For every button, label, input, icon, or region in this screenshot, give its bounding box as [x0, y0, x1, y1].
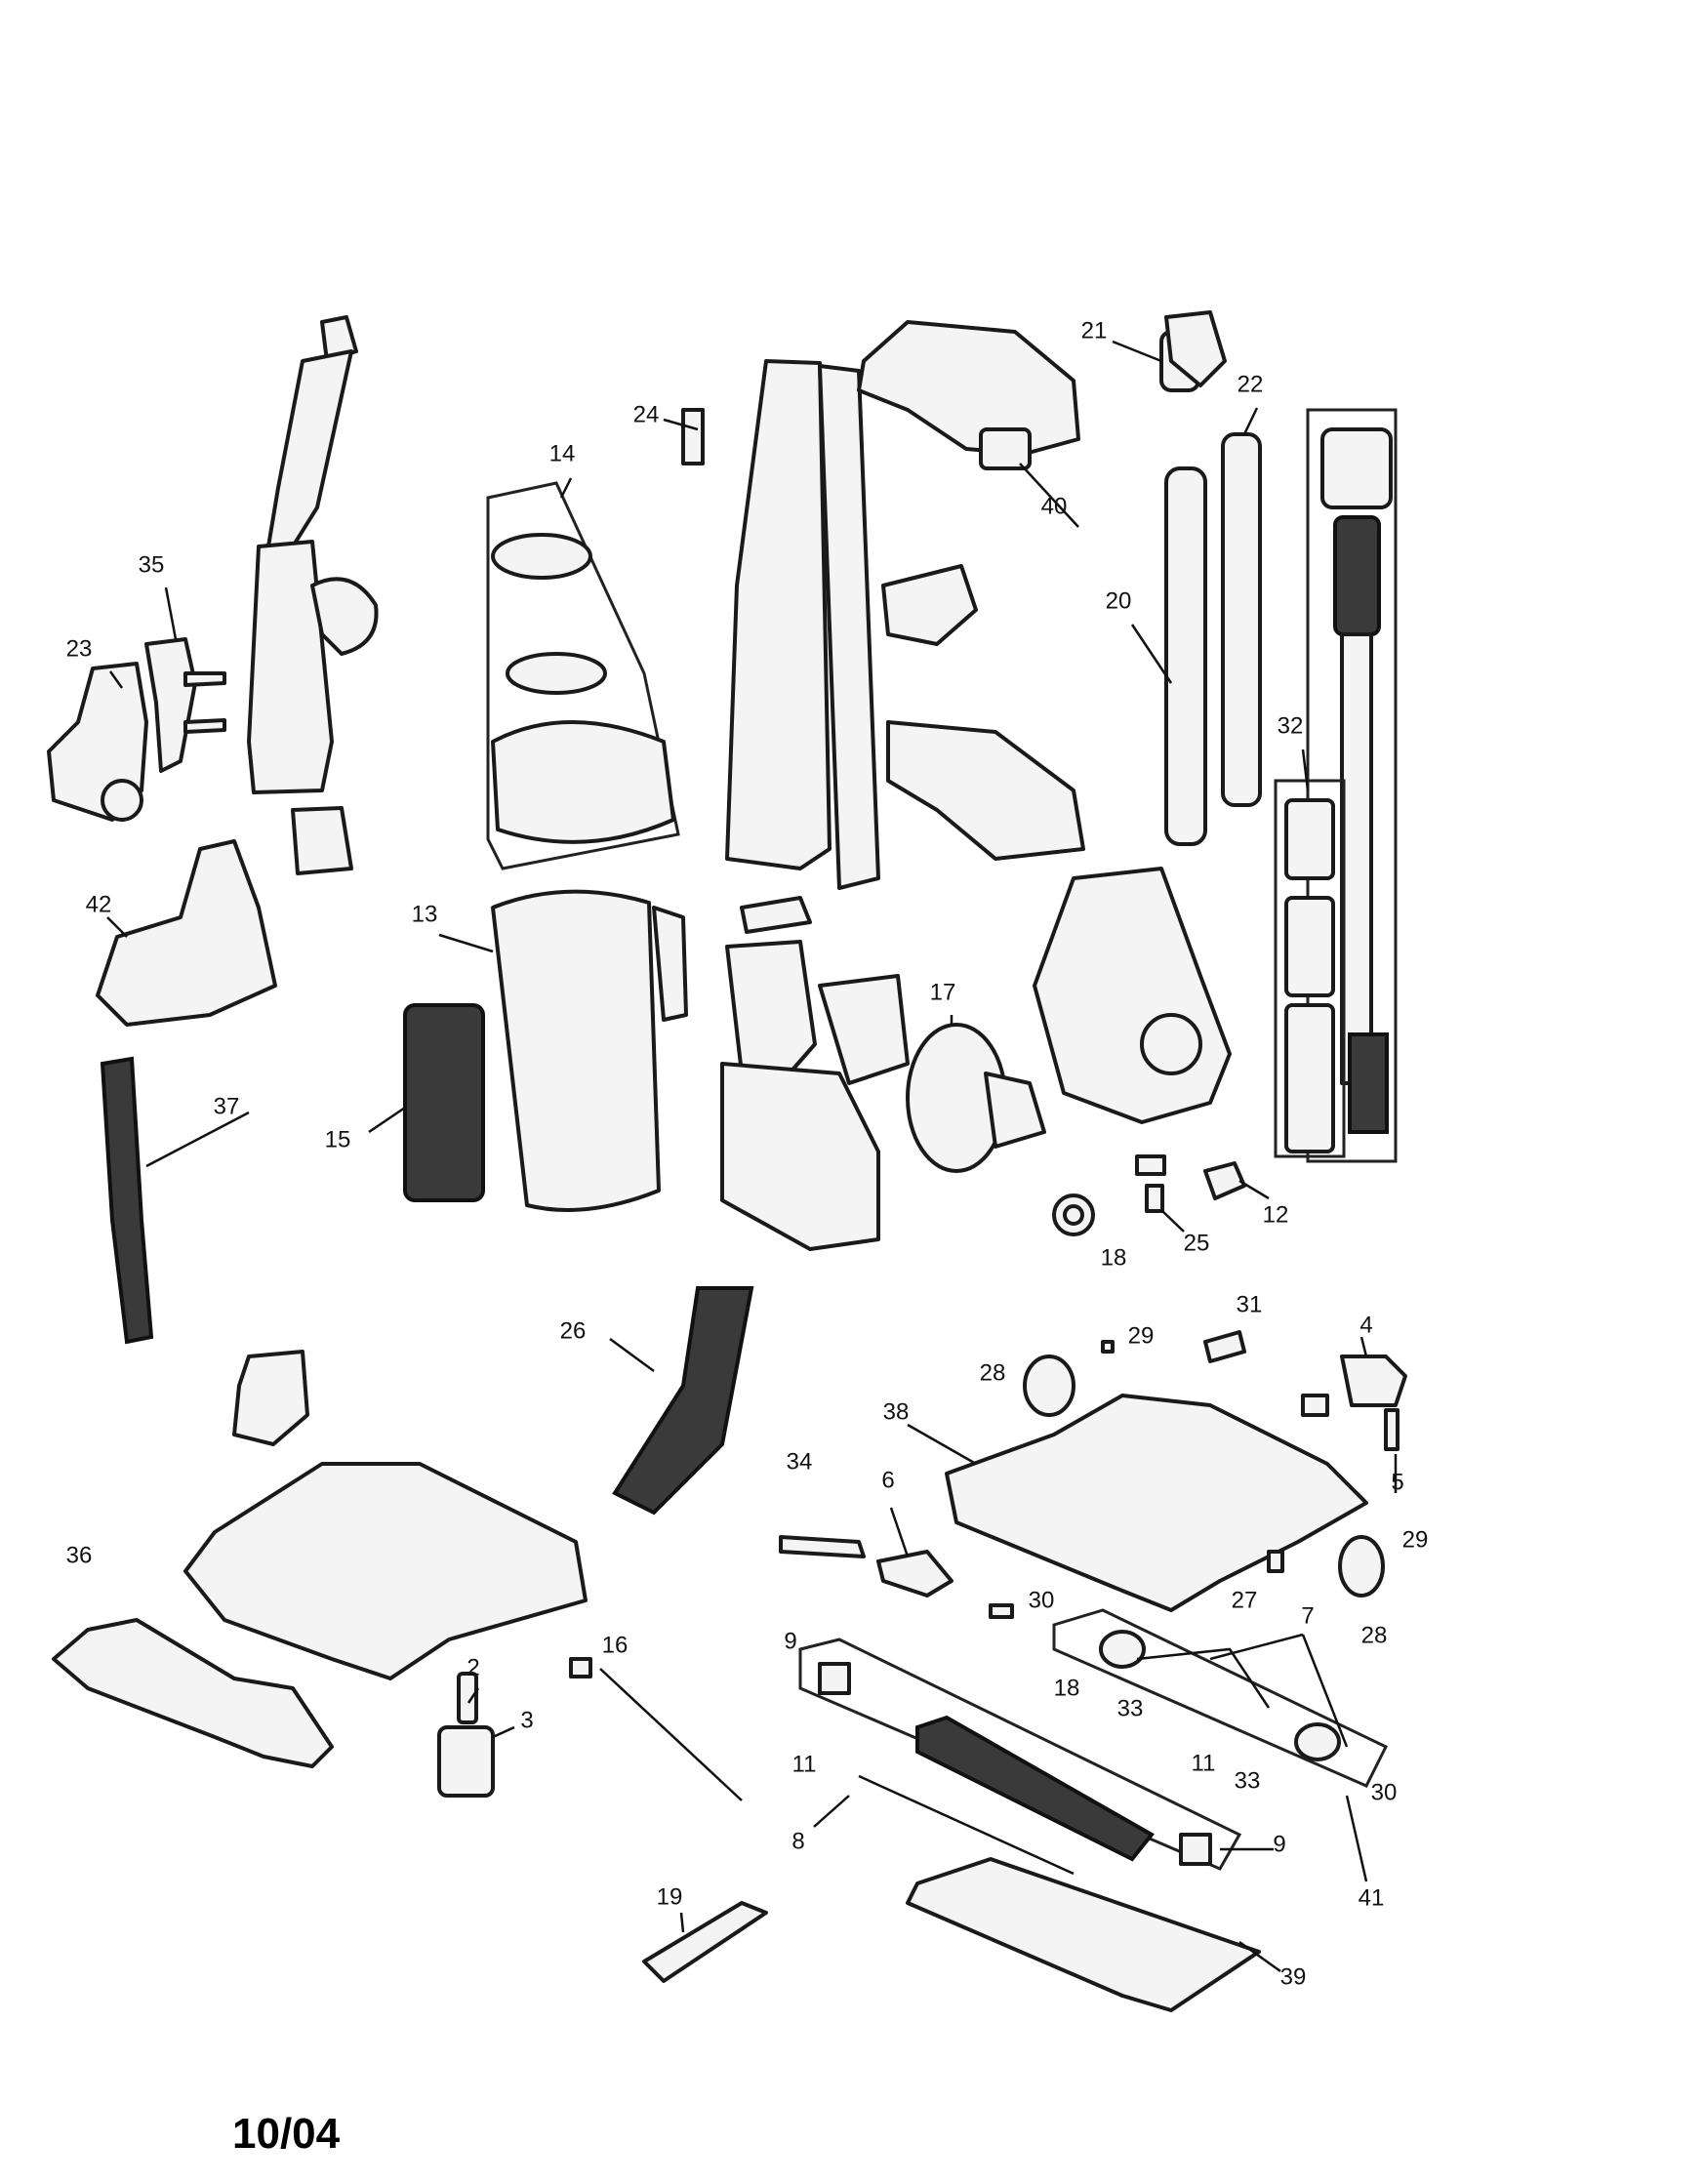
motor-part: [906, 1023, 1046, 1173]
part-callout-11: 11: [792, 1751, 817, 1777]
part-callout-30: 30: [1371, 1779, 1398, 1805]
part-callout-28: 28: [980, 1359, 1006, 1386]
bottom-plate-part: [906, 1857, 1261, 2012]
latch-part: [1340, 1355, 1407, 1451]
part-callout-3: 3: [520, 1707, 533, 1733]
part-callout-36: 36: [66, 1542, 93, 1568]
switch-part: [1135, 1154, 1246, 1213]
tube-assembly-part: [1274, 779, 1346, 1158]
hose-part: [612, 1286, 754, 1516]
part-callout-29: 29: [1402, 1526, 1429, 1553]
wheel-part: [1023, 1355, 1385, 1598]
part-callout-15: 15: [325, 1126, 351, 1153]
foot-pedal-part: [96, 839, 277, 1027]
part-callout-29: 29: [1128, 1322, 1155, 1349]
bracket-part: [779, 1535, 953, 1598]
top-cover-part: [857, 320, 1080, 470]
part-callout-39: 39: [1280, 1963, 1307, 1990]
part-callout-27: 27: [1232, 1587, 1258, 1613]
part-callout-14: 14: [549, 440, 576, 466]
part-callout-8: 8: [791, 1828, 804, 1854]
cyclone-body-part: [720, 896, 910, 1251]
part-callout-16: 16: [602, 1632, 629, 1658]
pulley-part: [1052, 1193, 1095, 1236]
part-callout-33: 33: [1117, 1695, 1144, 1721]
extension-tube-part: [1221, 432, 1262, 807]
part-callout-9: 9: [1273, 1831, 1285, 1857]
dust-bin-part: [491, 889, 688, 1212]
drive-assembly-part: [1052, 1608, 1389, 1788]
base-part: [183, 1350, 588, 1680]
handle-part: [247, 315, 379, 875]
part-callout-7: 7: [1301, 1602, 1314, 1629]
part-callout-32: 32: [1278, 712, 1304, 739]
part-callout-35: 35: [139, 551, 165, 578]
part-callout-31: 31: [1237, 1291, 1263, 1317]
nozzle-cover-part: [945, 1394, 1368, 1612]
cord-wrap-part: [886, 720, 1085, 861]
crevice-tool-part: [100, 1056, 154, 1345]
part-callout-4: 4: [1359, 1312, 1372, 1338]
part-callout-30: 30: [1029, 1587, 1055, 1613]
connector-part: [881, 564, 978, 646]
part-callout-24: 24: [633, 401, 660, 427]
part-callout-2: 2: [467, 1654, 479, 1680]
part-callout-33: 33: [1235, 1767, 1261, 1794]
diagram-date: 10/04: [232, 2110, 341, 2158]
part-callout-26: 26: [560, 1317, 587, 1344]
part-callout-23: 23: [66, 635, 93, 662]
motor-housing-part: [1033, 867, 1232, 1124]
part-callout-13: 13: [412, 901, 438, 927]
part-callout-18: 18: [1054, 1675, 1080, 1701]
brushroll-assembly-part: [798, 1638, 1242, 1876]
cord-hook-part: [144, 637, 226, 773]
axle-part: [569, 1657, 743, 1801]
part-callout-21: 21: [1081, 317, 1108, 344]
spring-part: [437, 1672, 495, 1798]
hose-tube-part: [1306, 408, 1398, 1163]
part-callout-22: 22: [1237, 371, 1264, 397]
part-callout-17: 17: [930, 979, 956, 1005]
part-callout-25: 25: [1184, 1230, 1210, 1256]
part-callout-28: 28: [1361, 1622, 1388, 1648]
part-callout-37: 37: [214, 1093, 240, 1119]
small-parts: [989, 1330, 1329, 1619]
upper-body-part: [681, 359, 880, 890]
filter-part: [403, 1003, 485, 1202]
part-callout-41: 41: [1359, 1884, 1385, 1911]
part-callout-19: 19: [657, 1883, 683, 1910]
cyclone-top-part: [486, 481, 680, 870]
part-callout-42: 42: [86, 891, 112, 917]
part-callout-18: 18: [1101, 1244, 1127, 1271]
part-callout-5: 5: [1391, 1469, 1403, 1495]
part-callout-11: 11: [1192, 1750, 1216, 1776]
part-callout-40: 40: [1041, 493, 1068, 519]
swivel-part: [47, 662, 148, 822]
leader-lines: [106, 340, 1398, 1973]
part-callout-12: 12: [1263, 1201, 1289, 1228]
part-callout-34: 34: [787, 1448, 813, 1475]
floor-nozzle-part: [52, 1618, 334, 1768]
part-callout-9: 9: [784, 1628, 796, 1654]
part-callout-20: 20: [1106, 587, 1132, 614]
part-callout-6: 6: [881, 1467, 894, 1493]
belt-part: [642, 1901, 768, 1983]
part-callout-38: 38: [883, 1398, 910, 1425]
wand-part: [1159, 310, 1227, 846]
